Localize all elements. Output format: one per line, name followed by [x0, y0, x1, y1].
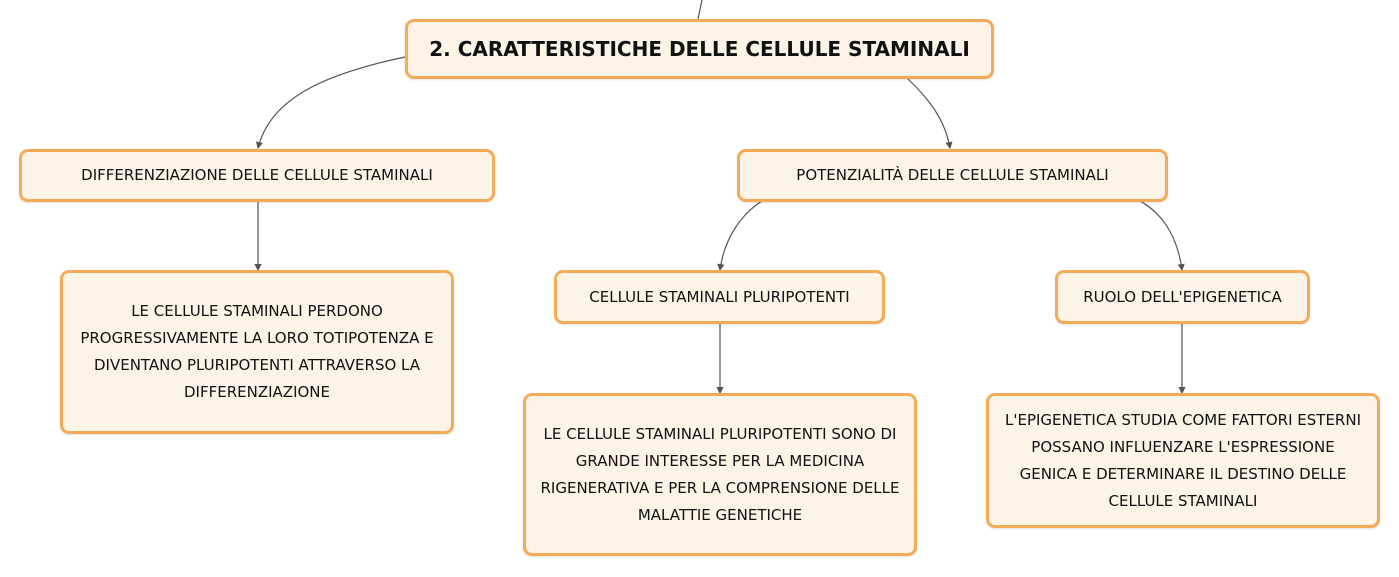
node-differenziazione-detail[interactable]: LE CELLULE STAMINALI PERDONO PROGRESSIVA… [60, 270, 454, 434]
node-pluripotenti-detail[interactable]: LE CELLULE STAMINALI PLURIPOTENTI SONO D… [523, 393, 917, 556]
connector-potenzialita-pluripotenti [717, 200, 763, 272]
node-differenziazione[interactable]: DIFFERENZIAZIONE DELLE CELLULE STAMINALI [19, 149, 495, 202]
connector-root-potenzialita [906, 77, 953, 150]
connector-parent-root [697, 0, 703, 20]
node-potenzialita[interactable]: POTENZIALITÀ DELLE CELLULE STAMINALI [737, 149, 1168, 202]
node-epigenetica-detail[interactable]: L'EPIGENETICA STUDIA COME FATTORI ESTERN… [986, 393, 1380, 528]
root-node[interactable]: 2. CARATTERISTICHE DELLE CELLULE STAMINA… [405, 19, 994, 79]
connector-potenzialita-epigenetica [1139, 200, 1185, 272]
node-epigenetica[interactable]: RUOLO DELL'EPIGENETICA [1055, 270, 1310, 324]
node-pluripotenti[interactable]: CELLULE STAMINALI PLURIPOTENTI [554, 270, 885, 324]
connector-root-differenziazione [255, 56, 406, 150]
